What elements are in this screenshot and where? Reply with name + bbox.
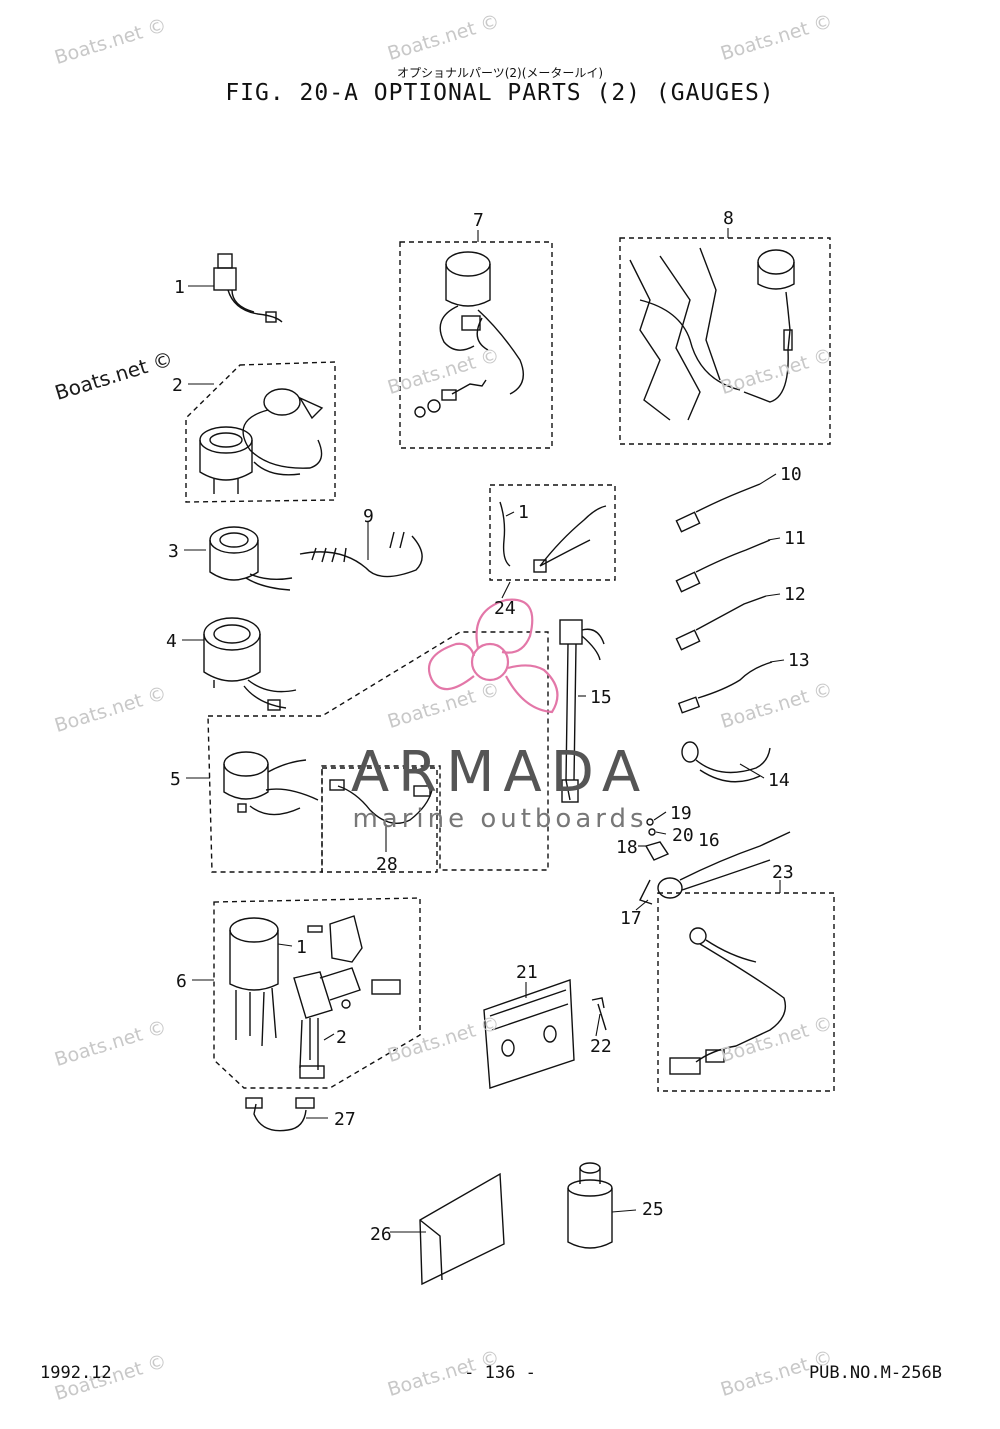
callout-24: 24 <box>494 598 516 619</box>
callout-5: 5 <box>170 769 181 790</box>
callout-20: 20 <box>672 825 694 846</box>
callout-27: 27 <box>334 1109 356 1130</box>
group-box-7 <box>399 241 553 449</box>
callout-13: 13 <box>788 650 810 671</box>
group-box-8 <box>619 237 831 445</box>
brand-name: ARMADA <box>350 740 650 805</box>
callout-19: 19 <box>670 803 692 824</box>
callout-16: 16 <box>698 830 720 851</box>
parts-10-13-leads <box>675 483 773 714</box>
callout-12: 12 <box>784 584 806 605</box>
callout-18: 18 <box>616 837 638 858</box>
parts-16-20-switch <box>639 818 791 905</box>
callout-23: 23 <box>772 862 794 883</box>
callout-11: 11 <box>784 528 806 549</box>
part-24-harness <box>499 501 607 573</box>
part-15-lead <box>559 619 605 803</box>
callout-21: 21 <box>516 962 538 983</box>
callout-25: 25 <box>642 1199 664 1220</box>
group-boxes <box>185 237 835 1092</box>
japanese-title: オプショナルパーツ(2)(メータールイ) <box>396 66 604 80</box>
part-21-plate <box>483 979 607 1089</box>
callout-4: 4 <box>166 631 177 652</box>
part-8-harness <box>629 247 795 421</box>
footer-publication-number: PUB.NO.M-256B <box>808 1363 942 1383</box>
callout-28: 28 <box>376 854 398 875</box>
callout-26: 26 <box>370 1224 392 1245</box>
group-box-2 <box>185 361 336 503</box>
part-1-sender <box>213 253 283 323</box>
callout-17: 17 <box>620 908 642 929</box>
callout-6-sub-2: 2 <box>336 1027 347 1048</box>
part-23-switch <box>669 927 787 1075</box>
part-28-lead <box>329 779 433 824</box>
callout-24-sub-1: 1 <box>518 502 529 523</box>
group-box-5 <box>207 631 549 873</box>
callout-6: 6 <box>176 971 187 992</box>
group-box-23 <box>657 892 835 1092</box>
part-3-gauge <box>209 526 293 591</box>
callout-7: 7 <box>473 210 484 231</box>
part-2-gauge <box>199 388 324 494</box>
part-9-harness <box>299 531 423 578</box>
part-25-spray-can <box>567 1162 613 1249</box>
callout-14: 14 <box>768 770 790 791</box>
callout-numbers: 1 2 3 4 5 6 7 8 9 10 11 12 13 14 15 16 1… <box>166 208 810 1245</box>
callout-8: 8 <box>723 208 734 229</box>
callout-15: 15 <box>590 687 612 708</box>
part-4-gauge <box>203 617 297 711</box>
callout-6-sub-1: 1 <box>296 937 307 958</box>
footer-date: 1992.12 <box>40 1363 112 1383</box>
part-5-gauge <box>223 751 319 816</box>
part-14-sensor <box>681 741 771 783</box>
group-box-28 <box>321 767 438 873</box>
brand-tagline: marine outboards <box>352 804 648 834</box>
figure-title: FIG. 20-A OPTIONAL PARTS (2) (GAUGES) <box>225 80 775 106</box>
leader-lines <box>182 228 785 1233</box>
part-6-2-bracket <box>293 967 401 1079</box>
part-6-gauge <box>229 915 363 1047</box>
footer-page-number: - 136 - <box>464 1363 536 1383</box>
callout-1: 1 <box>174 277 185 298</box>
callout-3: 3 <box>168 541 179 562</box>
part-7-tach-kit <box>414 251 524 418</box>
part-27-lead <box>245 1097 315 1132</box>
callout-9: 9 <box>363 506 374 527</box>
callout-2: 2 <box>172 375 183 396</box>
callout-10: 10 <box>780 464 802 485</box>
callout-22: 22 <box>590 1036 612 1057</box>
group-box-24 <box>489 484 616 581</box>
brand-propeller-logo <box>427 598 559 714</box>
part-26-manual <box>419 1172 505 1286</box>
